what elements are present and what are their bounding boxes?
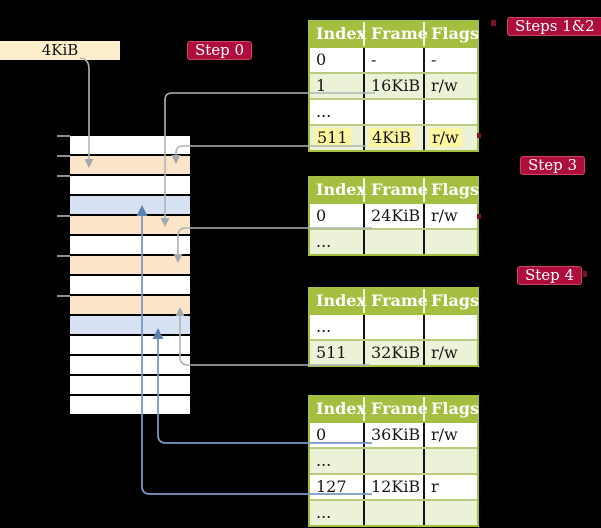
memory-row-free (70, 136, 190, 156)
col-header-frame: Frame (365, 22, 428, 46)
memory-row-free (70, 376, 190, 396)
badge-step-3: Step 3 (520, 156, 586, 175)
memory-row-free (70, 396, 190, 416)
badge-steps-1-2: Steps 1&2 (507, 17, 601, 36)
memory-row-page (70, 316, 190, 336)
table-row: ... (310, 449, 477, 475)
badge-step-0: Step 0 (187, 41, 253, 60)
memory-row-free (70, 276, 190, 296)
memory-tick (57, 215, 70, 217)
page-table-final: Index Frame Flags 0 36KiB r/w ... 127 12… (308, 395, 479, 527)
memory-row-table (70, 296, 190, 316)
highlighted-value: 511 (314, 128, 351, 147)
table-row-highlighted: 511 4KiB r/w (310, 126, 477, 150)
frame-4kib-box: 4KiB (0, 41, 120, 60)
memory-tick (57, 295, 70, 297)
col-header-flags: Flags (431, 399, 479, 418)
table-row: 0 36KiB r/w (310, 423, 477, 449)
memory-row-free (70, 336, 190, 356)
highlighted-value: r/w (429, 128, 462, 147)
memory-row-table (70, 216, 190, 236)
memory-row-free (70, 176, 190, 196)
badge-arrow-tip (477, 214, 481, 219)
badge-arrow-tip (491, 20, 496, 26)
col-header-flags: Flags (431, 291, 479, 310)
col-header-frame: Frame (365, 289, 428, 313)
table-row: 127 12KiB r (310, 475, 477, 501)
table-header: Index Frame Flags (310, 289, 479, 315)
col-header-index: Index (310, 22, 366, 46)
badge-arrow-tip (583, 271, 587, 277)
page-table-step-3: Index Frame Flags 0 24KiB r/w ... (308, 176, 479, 256)
memory-row-table (70, 156, 190, 176)
badge-arrow-tip (477, 133, 481, 138)
memory-row-page (70, 196, 190, 216)
table-row: 0 24KiB r/w (310, 204, 477, 230)
table-row: ... (310, 230, 477, 254)
memory-tick (57, 255, 70, 257)
table-row: 511 32KiB r/w (310, 341, 477, 365)
table-row: 1 16KiB r/w (310, 74, 477, 100)
memory-tick (57, 135, 70, 137)
col-header-flags: Flags (431, 24, 479, 43)
table-header: Index Frame Flags (310, 397, 479, 423)
col-header-frame: Frame (365, 178, 428, 202)
memory-row-table (70, 256, 190, 276)
memory-tick (57, 155, 70, 157)
col-header-index: Index (310, 289, 366, 313)
highlighted-value: 4KiB (369, 128, 415, 147)
memory-row-free (70, 356, 190, 376)
memory-tick (57, 175, 70, 177)
badge-step-4: Step 4 (517, 266, 583, 285)
page-table-step-4: Index Frame Flags ... 511 32KiB r/w (308, 287, 479, 367)
table-header: Index Frame Flags (310, 178, 479, 204)
table-row: ... (310, 315, 477, 341)
memory-column (70, 136, 190, 416)
col-header-frame: Frame (365, 397, 428, 421)
table-header: Index Frame Flags (310, 22, 479, 48)
col-header-index: Index (310, 178, 366, 202)
col-header-index: Index (310, 397, 366, 421)
table-row: ... (310, 100, 477, 126)
col-header-flags: Flags (431, 180, 479, 199)
table-row: 0 - - (310, 48, 477, 74)
page-table-steps-1-2: Index Frame Flags 0 - - 1 16KiB r/w ... … (308, 20, 479, 152)
table-row: ... (310, 501, 477, 525)
memory-row-free (70, 236, 190, 256)
